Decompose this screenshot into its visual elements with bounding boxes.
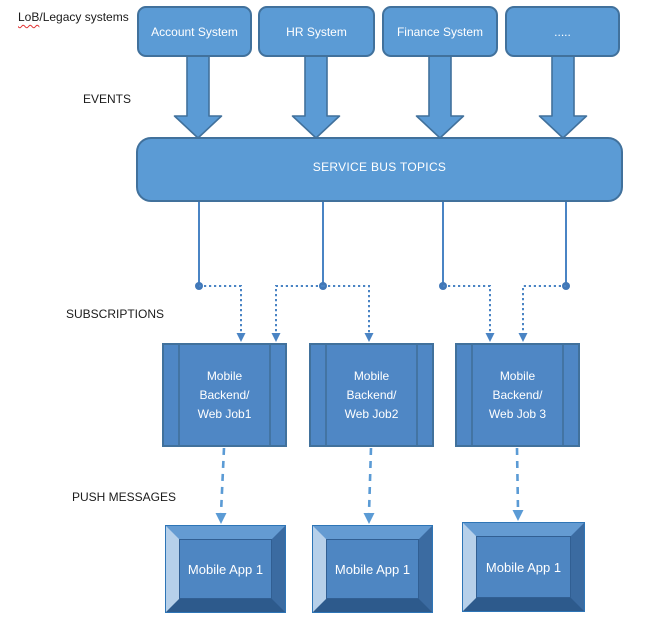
app-bevel-frame: Mobile App 1 (166, 526, 285, 612)
subscription-connectors (199, 285, 566, 334)
app-face: Mobile App 1 (179, 539, 272, 599)
backend-label-line: Mobile (206, 368, 243, 383)
push-connector (515, 447, 520, 511)
push-connector (219, 447, 226, 514)
arrowhead-icon (215, 513, 227, 524)
app-label: Mobile App 1 (485, 559, 562, 575)
backend-label: Mobile Backend/ Web Job 3 (489, 367, 546, 424)
backend-label-line: Web Job 3 (488, 406, 547, 421)
backend-label-line: Web Job1 (197, 406, 252, 421)
source-box-other-systems: ..... (505, 6, 620, 57)
backend-label-line: Mobile (499, 368, 536, 383)
app-label: Mobile App 1 (334, 561, 411, 577)
subscription-connector (323, 285, 370, 334)
process-band-right (562, 345, 564, 445)
process-band-left (178, 345, 180, 445)
backend-label-line: Mobile (353, 368, 390, 383)
app-bevel-frame: Mobile App 1 (313, 526, 432, 612)
event-block-arrows (173, 55, 588, 139)
mobile-app-box-3: Mobile App 1 (462, 522, 585, 612)
arrowhead-icon (271, 333, 281, 342)
lob-word: LoB (18, 10, 40, 24)
event-arrow (538, 55, 588, 139)
source-box-finance-system: Finance System (382, 6, 498, 57)
topic-endpoint-dot (319, 282, 327, 290)
process-band-right (416, 345, 418, 445)
process-band-left (325, 345, 327, 445)
service-bus-topics-bar: SERVICE BUS TOPICS (136, 137, 623, 202)
event-arrow (291, 55, 341, 139)
source-label: HR System (286, 24, 347, 39)
source-label: ..... (554, 24, 571, 39)
app-bevel-frame: Mobile App 1 (463, 523, 584, 611)
subscription-arrowheads (236, 333, 528, 342)
lob-legacy-label: LoB/Legacy systems (18, 10, 129, 24)
process-band-right (269, 345, 271, 445)
source-label: Finance System (396, 24, 484, 39)
arrowhead-icon (512, 510, 524, 521)
backend-label: Mobile Backend/ Web Job1 (198, 367, 252, 424)
push-connectors (219, 447, 520, 514)
backend-label-line: Backend/ (492, 387, 543, 402)
source-box-hr-system: HR System (258, 6, 375, 57)
event-arrow (415, 55, 465, 139)
push-connector (367, 447, 373, 514)
events-label: EVENTS (83, 92, 132, 106)
backend-label-line: Web Job2 (344, 406, 399, 421)
topic-endpoints (195, 282, 570, 290)
backend-label-line: Backend/ (199, 387, 250, 402)
subscription-connector (275, 285, 323, 334)
topic-endpoint-dot (439, 282, 447, 290)
app-label: Mobile App 1 (187, 561, 264, 577)
topic-endpoint-dot (195, 282, 203, 290)
backend-box-web-job3: Mobile Backend/ Web Job 3 (455, 343, 580, 447)
subscription-connector (443, 285, 491, 334)
app-face: Mobile App 1 (326, 539, 419, 599)
process-band-left (471, 345, 473, 445)
arrowhead-icon (363, 513, 375, 524)
backend-box-web-job1: Mobile Backend/ Web Job1 (162, 343, 287, 447)
backend-label: Mobile Backend/ Web Job2 (345, 367, 399, 424)
topic-endpoint-dot (562, 282, 570, 290)
subscription-connector (522, 285, 566, 334)
service-bus-label: SERVICE BUS TOPICS (312, 159, 447, 174)
arrowhead-icon (236, 333, 246, 342)
subscription-connector (199, 285, 242, 334)
lob-rest: /Legacy systems (39, 10, 129, 24)
app-face: Mobile App 1 (476, 536, 571, 598)
mobile-app-box-2: Mobile App 1 (312, 525, 433, 613)
topic-lines (198, 202, 567, 284)
backend-label-line: Backend/ (346, 387, 397, 402)
arrowhead-icon (364, 333, 374, 342)
mobile-app-box-1: Mobile App 1 (165, 525, 286, 613)
arrowhead-icon (518, 333, 528, 342)
backend-box-web-job2: Mobile Backend/ Web Job2 (309, 343, 434, 447)
subscriptions-label: SUBSCRIPTIONS (66, 307, 165, 321)
source-box-account-system: Account System (137, 6, 252, 57)
arrowhead-icon (485, 333, 495, 342)
push-messages-label: PUSH MESSAGES (72, 490, 177, 504)
source-label: Account System (151, 24, 238, 39)
event-arrow (173, 55, 223, 139)
